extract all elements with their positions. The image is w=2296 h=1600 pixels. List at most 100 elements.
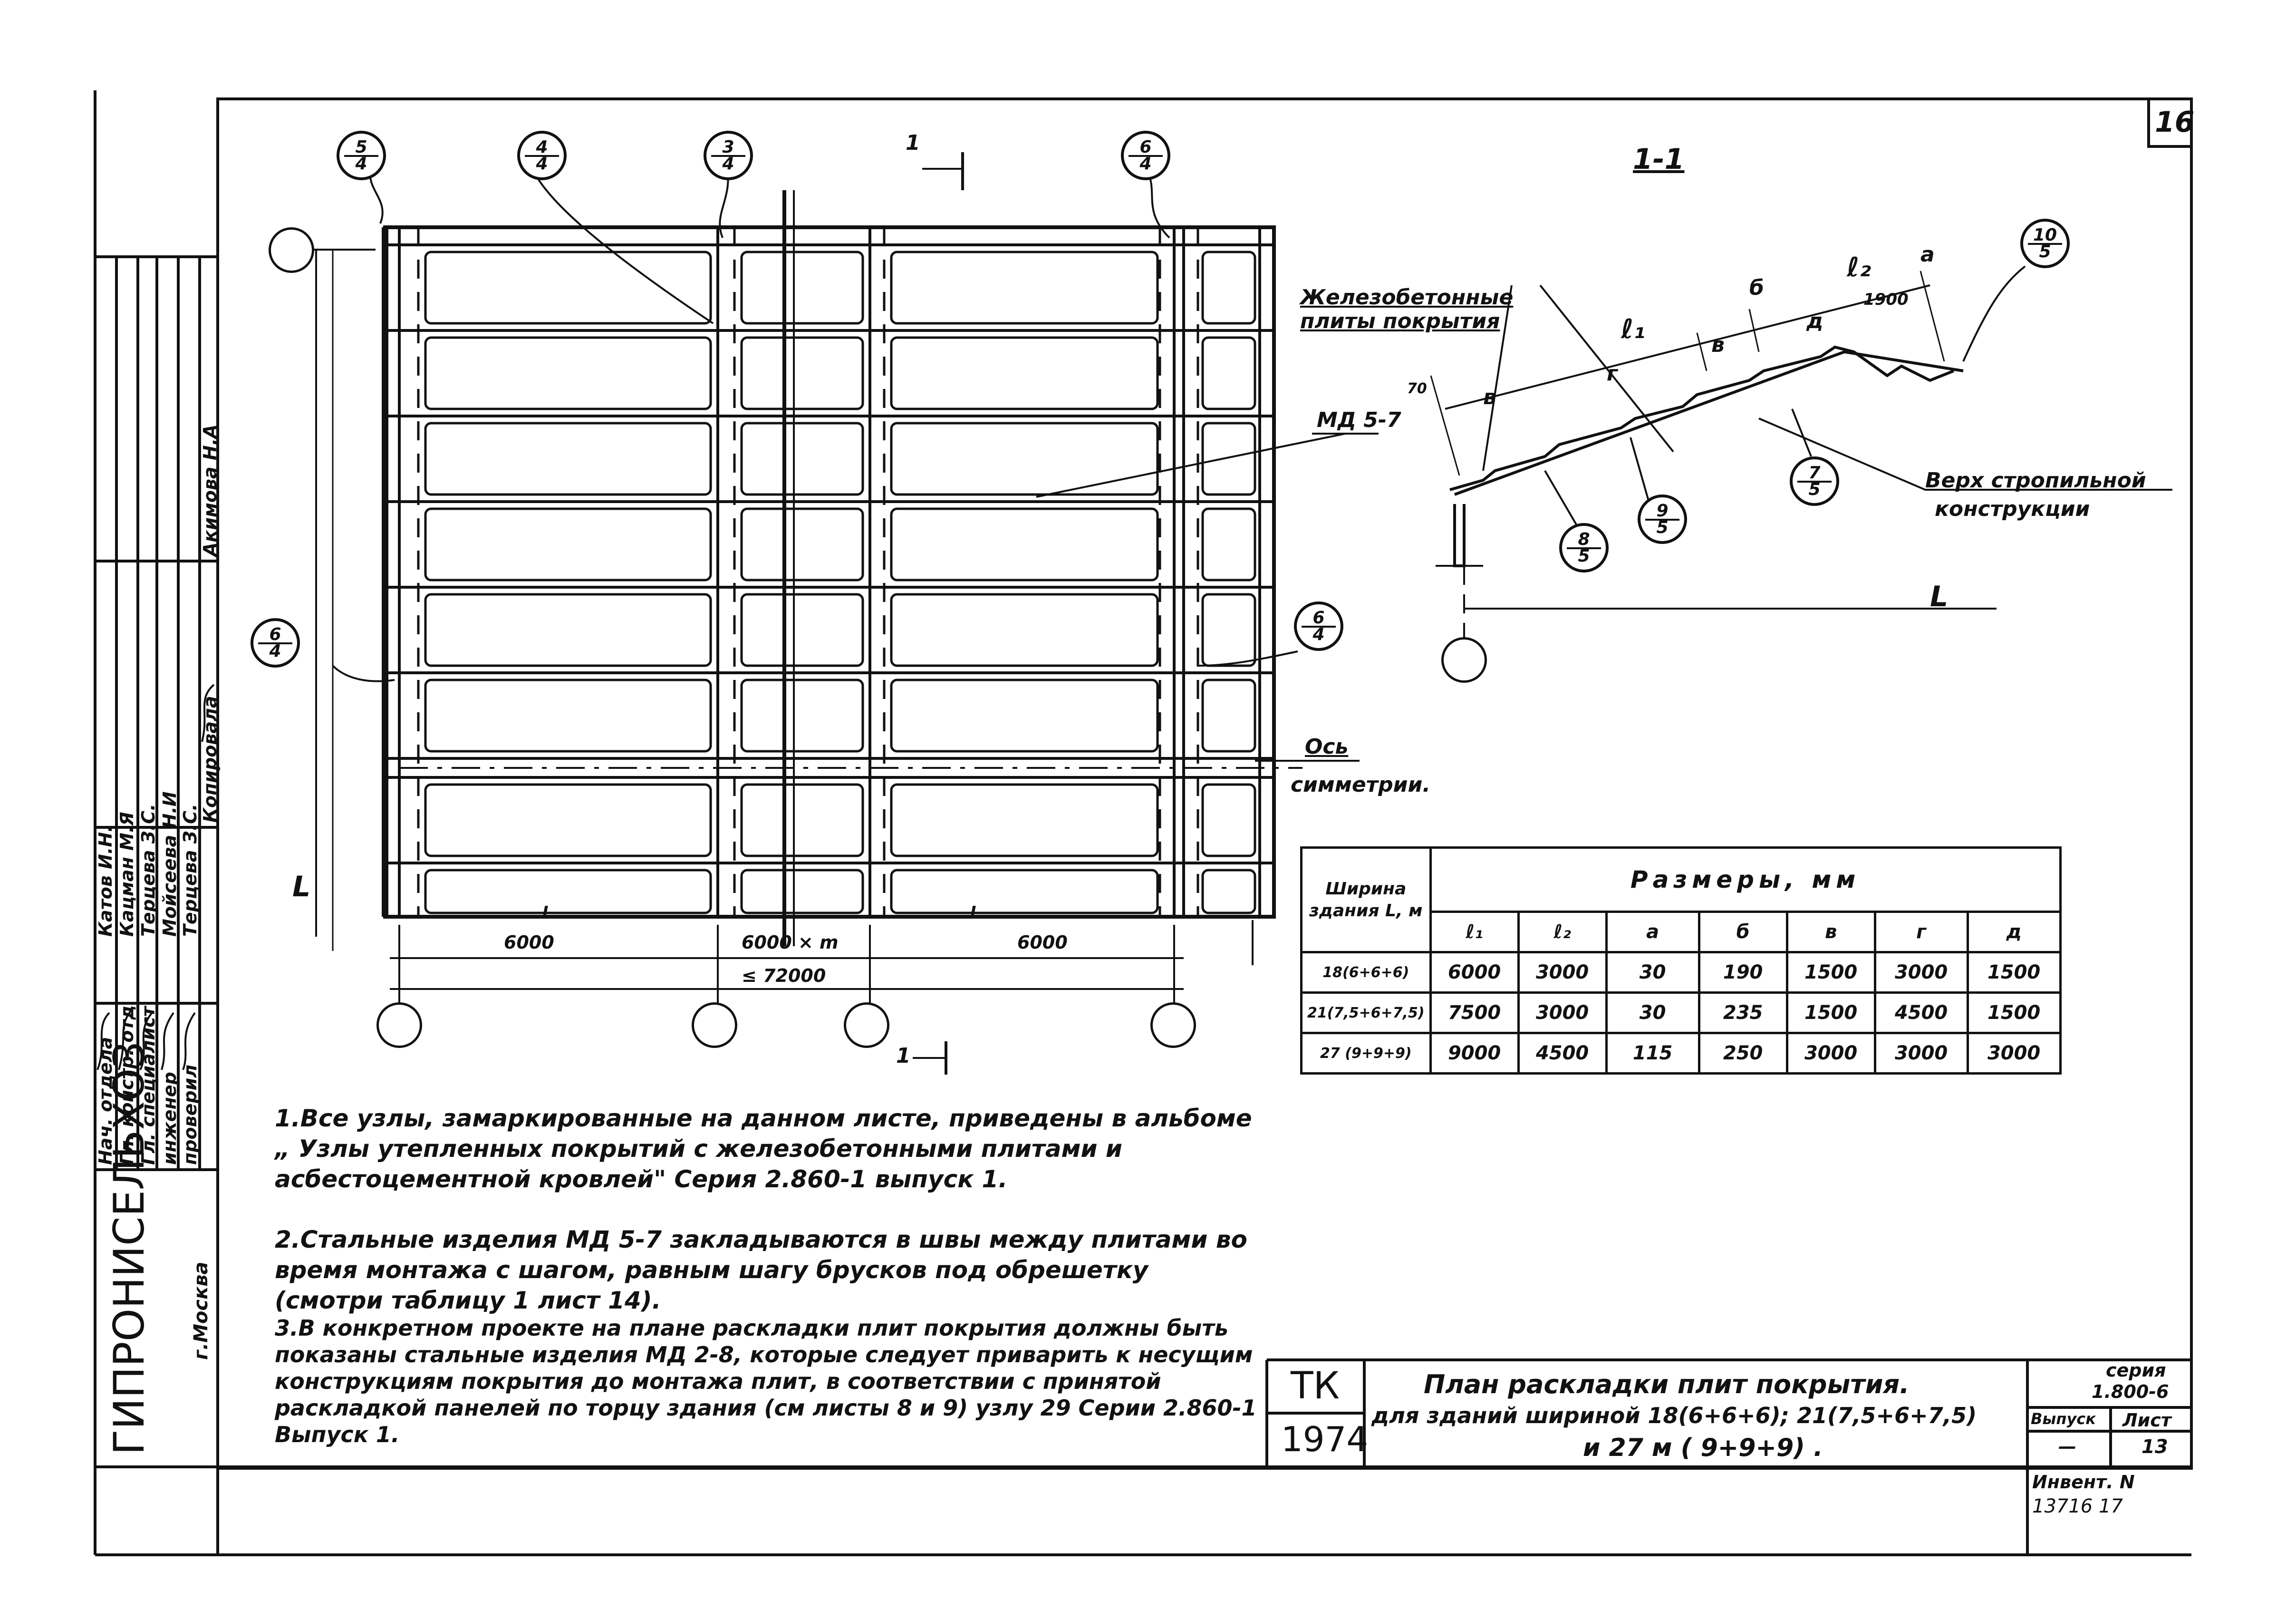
dim-d: д: [1806, 309, 1823, 333]
inv-label: Инвент. N: [2032, 1472, 2135, 1493]
table-cell: 4500: [1873, 991, 1969, 1034]
width-label: L: [292, 870, 311, 903]
title-line-1: План раскладки плит покрытия.: [1424, 1369, 1910, 1399]
dim-v1: в: [1483, 385, 1496, 409]
table-cell: 1500: [1966, 991, 2062, 1034]
inv-value: 13716 17: [2032, 1495, 2123, 1517]
section-title: 1-1: [1633, 143, 1685, 176]
table-row: 18(6+6+6) 6000 3000 30 190 1500 3000 150…: [1300, 951, 2062, 994]
axis-circle: [844, 1002, 889, 1048]
axis-circle: [692, 1002, 737, 1048]
table-cell: 1500: [1785, 951, 1876, 994]
table-col: ℓ₁: [1429, 911, 1520, 953]
table-cell: 3000: [1785, 1032, 1876, 1075]
table-cell: 30: [1605, 991, 1700, 1034]
span-label-3: 6000: [1017, 932, 1068, 953]
table-cell: 235: [1698, 991, 1788, 1034]
l-mark: l: [542, 903, 548, 923]
note-2: 2.Стальные изделия МД 5-7 закладываются …: [275, 1226, 1247, 1314]
table-cell: 115: [1605, 1032, 1700, 1075]
dim-a: а: [1920, 242, 1935, 267]
axis-circle: [269, 227, 314, 273]
table-column-headers: ℓ₁ ℓ₂ а б в г д: [1302, 911, 2062, 953]
axis-circle: [376, 1002, 422, 1048]
sheet-value: 13: [2142, 1436, 2168, 1458]
title-line-3: и 27 м ( 9+9+9) .: [1583, 1434, 1823, 1462]
tk-label: ТК: [1291, 1365, 1340, 1407]
table-cell: 3000: [1966, 1032, 2062, 1075]
section-L: L: [1930, 580, 1949, 613]
table-cell: 9000: [1429, 1032, 1520, 1075]
table-cell: 3000: [1873, 1032, 1969, 1075]
note-1: 1.Все узлы, замаркированные на данном ли…: [275, 1105, 1252, 1193]
title-line-2: для зданий шириной 18(6+6+6); 21(7,5+6+7…: [1371, 1403, 1977, 1428]
truss-top-label-2: конструкции: [1935, 497, 2090, 521]
table-col: а: [1605, 911, 1700, 953]
table-cell: 3000: [1873, 951, 1969, 994]
embed-label: МД 5-7: [1317, 408, 1401, 432]
truss-top-label: Верх стропильной: [1925, 468, 2146, 493]
dim-1900: 1900: [1863, 290, 1909, 309]
table-cell: 7500: [1429, 991, 1520, 1034]
note-3: 3.В конкретном проекте на плане раскладк…: [275, 1315, 1257, 1447]
table-row: 27 (9+9+9) 9000 4500 115 250 3000 3000 3…: [1300, 1032, 2062, 1075]
dim-b: б: [1749, 276, 1764, 300]
table-cell: 250: [1698, 1032, 1788, 1075]
symmetry-axis-label-2: симметрии.: [1291, 773, 1431, 797]
table-cell: 190: [1698, 951, 1788, 994]
dim-70: 70: [1407, 380, 1427, 397]
table-cell: 4500: [1517, 1032, 1608, 1075]
table-header-group: Размеры, мм: [1429, 846, 2062, 913]
section-mark-top: 1: [906, 131, 920, 155]
table-col: в: [1785, 911, 1876, 953]
table-cell: 27 (9+9+9): [1300, 1032, 1432, 1075]
dimensions-table: Ширина здания L, м Размеры, мм ℓ₁ ℓ₂ а б…: [1300, 846, 2062, 1075]
table-col: б: [1698, 911, 1788, 953]
plates-label-2: плиты покрытия: [1300, 309, 1500, 333]
table-cell: 1500: [1785, 991, 1876, 1034]
table-row: 21(7,5+6+7,5) 7500 3000 30 235 1500 4500…: [1300, 991, 2062, 1034]
table-cell: 21(7,5+6+7,5): [1300, 991, 1432, 1034]
span-label-1: 6000: [504, 932, 554, 953]
table-col: г: [1873, 911, 1969, 953]
axis-circle: [1441, 637, 1487, 683]
issue-label: Выпуск: [2031, 1410, 2096, 1428]
symmetry-axis-label: Ось: [1305, 735, 1349, 759]
sheet-number: 16: [2155, 106, 2195, 139]
table-col: д: [1966, 911, 2062, 953]
sheet-label: Лист: [2122, 1410, 2171, 1431]
span-label-2: 6000 × m: [742, 932, 839, 953]
series-label: серия: [2106, 1360, 2166, 1381]
dim-g: г: [1607, 361, 1618, 386]
table-cell: 3000: [1517, 991, 1608, 1034]
dim-v2: в: [1711, 333, 1725, 357]
l-mark-2: l: [970, 903, 976, 923]
year-label: 1974: [1281, 1419, 1369, 1459]
axis-circle: [1150, 1002, 1196, 1048]
dim-l1: ℓ₁: [1621, 314, 1645, 345]
total-label: ≤ 72000: [742, 965, 826, 986]
table-col: ℓ₂: [1517, 911, 1608, 953]
issue-value: —: [2058, 1436, 2076, 1457]
table-cell: 30: [1605, 951, 1700, 994]
table-header-width: Ширина здания L, м: [1300, 846, 1432, 953]
table-cell: 3000: [1517, 951, 1608, 994]
table-cell: 1500: [1966, 951, 2062, 994]
section-mark-bottom: 1: [896, 1044, 911, 1068]
dim-l2: ℓ₂: [1847, 252, 1871, 283]
table-cell: 18(6+6+6): [1300, 951, 1432, 994]
table-cell: 6000: [1429, 951, 1520, 994]
plates-label: Железобетонные: [1300, 285, 1514, 310]
